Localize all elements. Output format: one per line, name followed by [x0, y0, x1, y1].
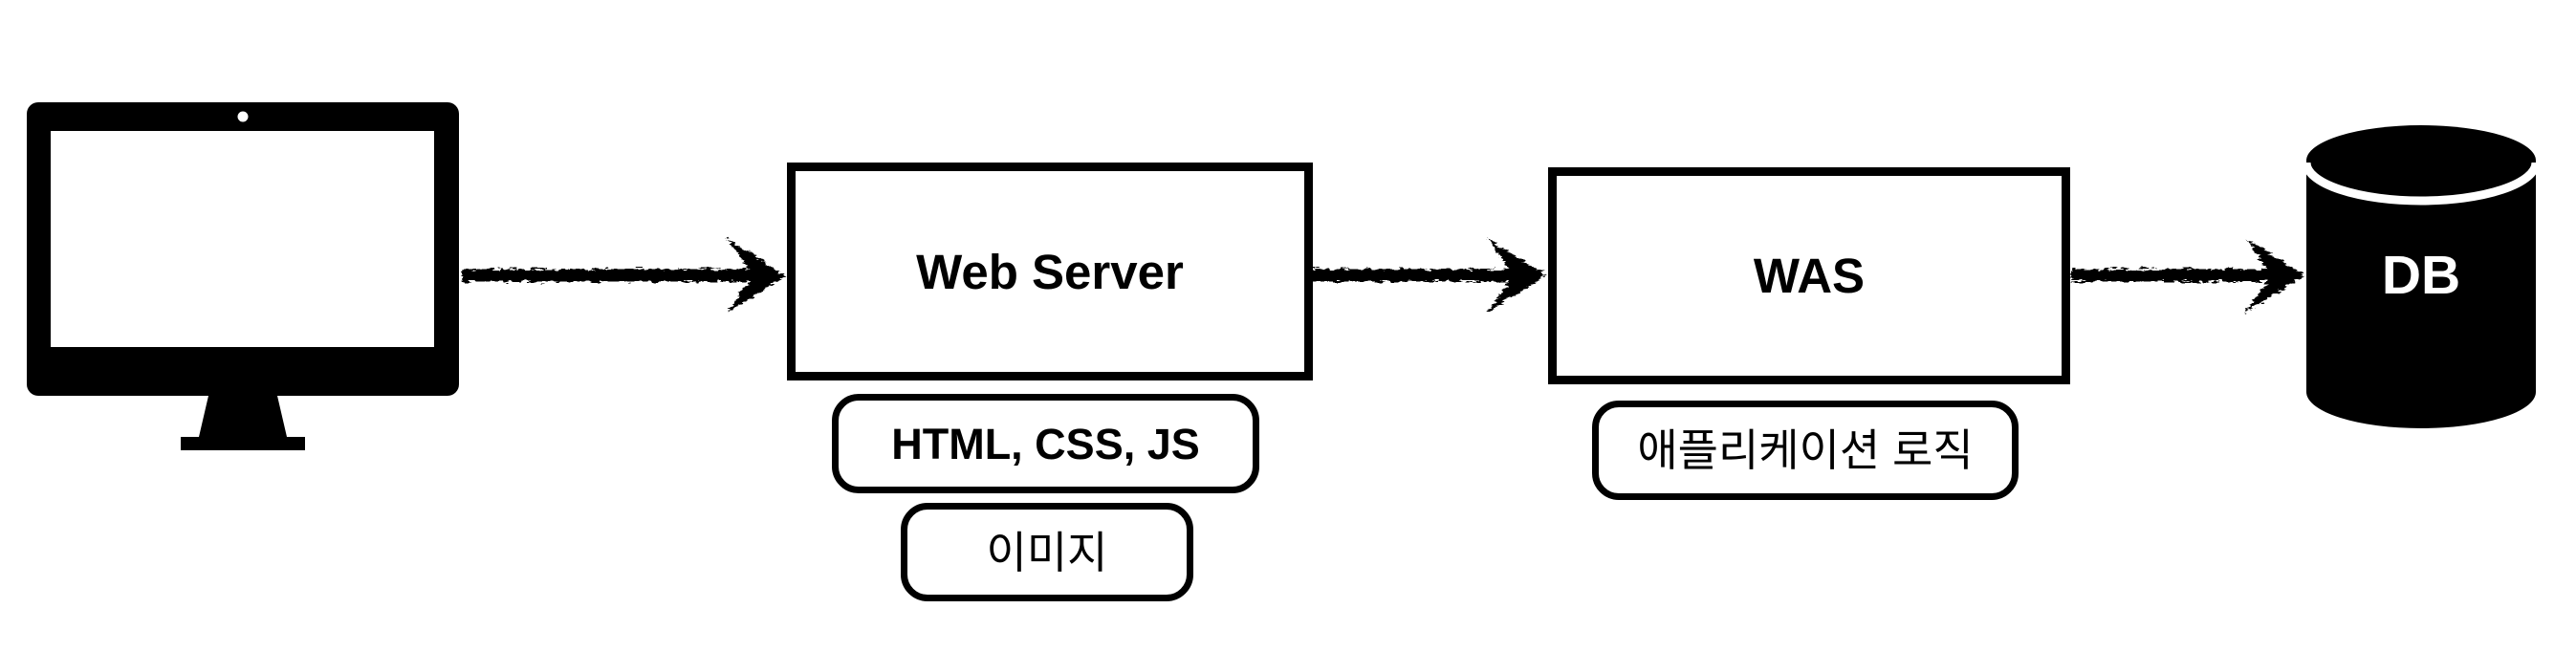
pill-image-assets-label: 이미지: [986, 527, 1108, 577]
monitor-stand: [199, 396, 287, 437]
arrow-client-to-webserver-icon: [462, 238, 786, 313]
db-cylinder-body: [2306, 161, 2536, 428]
db-label: DB: [2306, 245, 2536, 306]
web-server-label: Web Server: [916, 244, 1184, 299]
arrow-was-to-db-icon: [2071, 238, 2304, 313]
monitor-camera-dot: [237, 111, 249, 122]
pill-application-logic-label: 애플리케이션 로직: [1637, 425, 1974, 475]
pill-application-logic: 애플리케이션 로직: [1592, 401, 2019, 500]
arrow-webserver-to-was-icon: [1311, 238, 1546, 313]
db-cylinder-separator: [2302, 162, 2541, 206]
was-node: WAS: [1548, 167, 2070, 384]
pill-static-assets-label: HTML, CSS, JS: [891, 419, 1200, 468]
db-label-text: DB: [2381, 244, 2461, 306]
database-cylinder-icon: [2302, 125, 2541, 428]
was-label: WAS: [1753, 249, 1866, 303]
pill-static-assets: HTML, CSS, JS: [832, 394, 1259, 493]
web-server-node: Web Server: [787, 163, 1313, 380]
monitor-screen: [51, 131, 434, 347]
pill-image-assets: 이미지: [901, 503, 1193, 601]
monitor-base: [181, 437, 305, 450]
db-cylinder-lid: [2306, 125, 2536, 196]
desktop-monitor-icon: [27, 102, 459, 450]
